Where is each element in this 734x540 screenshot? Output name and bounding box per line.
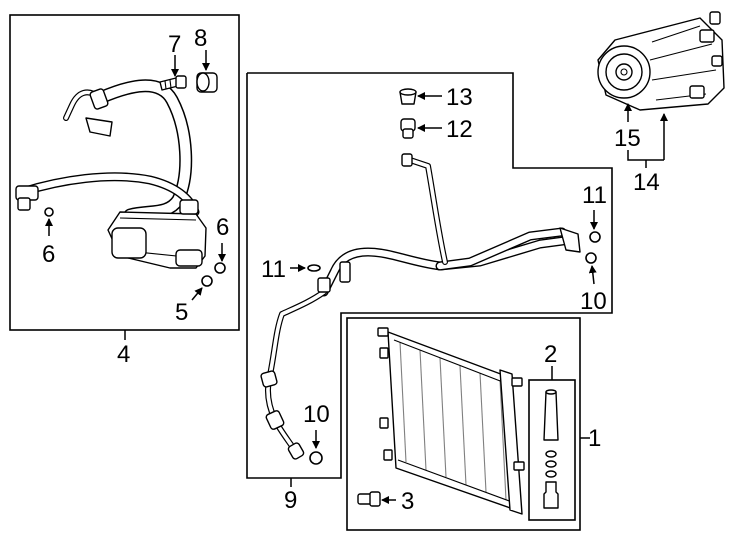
service-cap (196, 72, 218, 93)
callout-5: 5 (175, 299, 188, 326)
leader-5 (191, 287, 203, 301)
callout-14: 14 (633, 169, 660, 196)
callout-8: 8 (194, 25, 207, 52)
o-ring-11a (307, 264, 321, 272)
callout-1: 1 (588, 425, 601, 452)
callout-11b: 11 (582, 182, 607, 209)
o-ring-10b (585, 252, 597, 264)
callout-12: 12 (446, 116, 473, 143)
callout-6a: 6 (42, 241, 55, 268)
compressor (597, 11, 725, 111)
o-ring-10a (309, 451, 323, 465)
callout-2: 2 (544, 341, 557, 368)
callout-10a: 10 (303, 401, 330, 428)
suction-hose-assembly (15, 79, 207, 269)
group-box-4 (9, 14, 240, 340)
group-box-9 (246, 72, 613, 487)
condenser-fins (399, 341, 507, 501)
pressure-switch (400, 118, 416, 139)
callout-labels: 1 2 3 4 5 6 6 7 8 9 10 10 11 11 12 13 14… (42, 25, 660, 515)
callout-9: 9 (284, 487, 297, 514)
valve-core (159, 75, 187, 91)
callout-10b: 10 (580, 288, 607, 315)
o-ring-5 (201, 275, 213, 287)
desiccant-kit (528, 379, 576, 521)
compressor-leaders (624, 103, 668, 168)
callout-6b: 6 (216, 214, 229, 241)
box-condenser-group (346, 317, 581, 531)
group-box-1 (346, 317, 590, 531)
callout-7: 7 (168, 31, 181, 58)
callout-13: 13 (446, 84, 473, 111)
callout-3: 3 (401, 488, 414, 515)
pressure-switch-cap (399, 88, 417, 105)
o-ring-6b (214, 262, 226, 274)
condenser-switch (357, 491, 381, 507)
condenser (377, 327, 525, 515)
callout-4: 4 (117, 341, 130, 368)
callout-15: 15 (614, 125, 641, 152)
callout-11a: 11 (261, 256, 286, 283)
o-ring-11b (589, 231, 601, 243)
o-ring-6a (44, 207, 54, 217)
liquid-line-assembly (260, 153, 581, 460)
leader-10b (588, 265, 597, 285)
box-liquid-line-group (246, 72, 613, 479)
